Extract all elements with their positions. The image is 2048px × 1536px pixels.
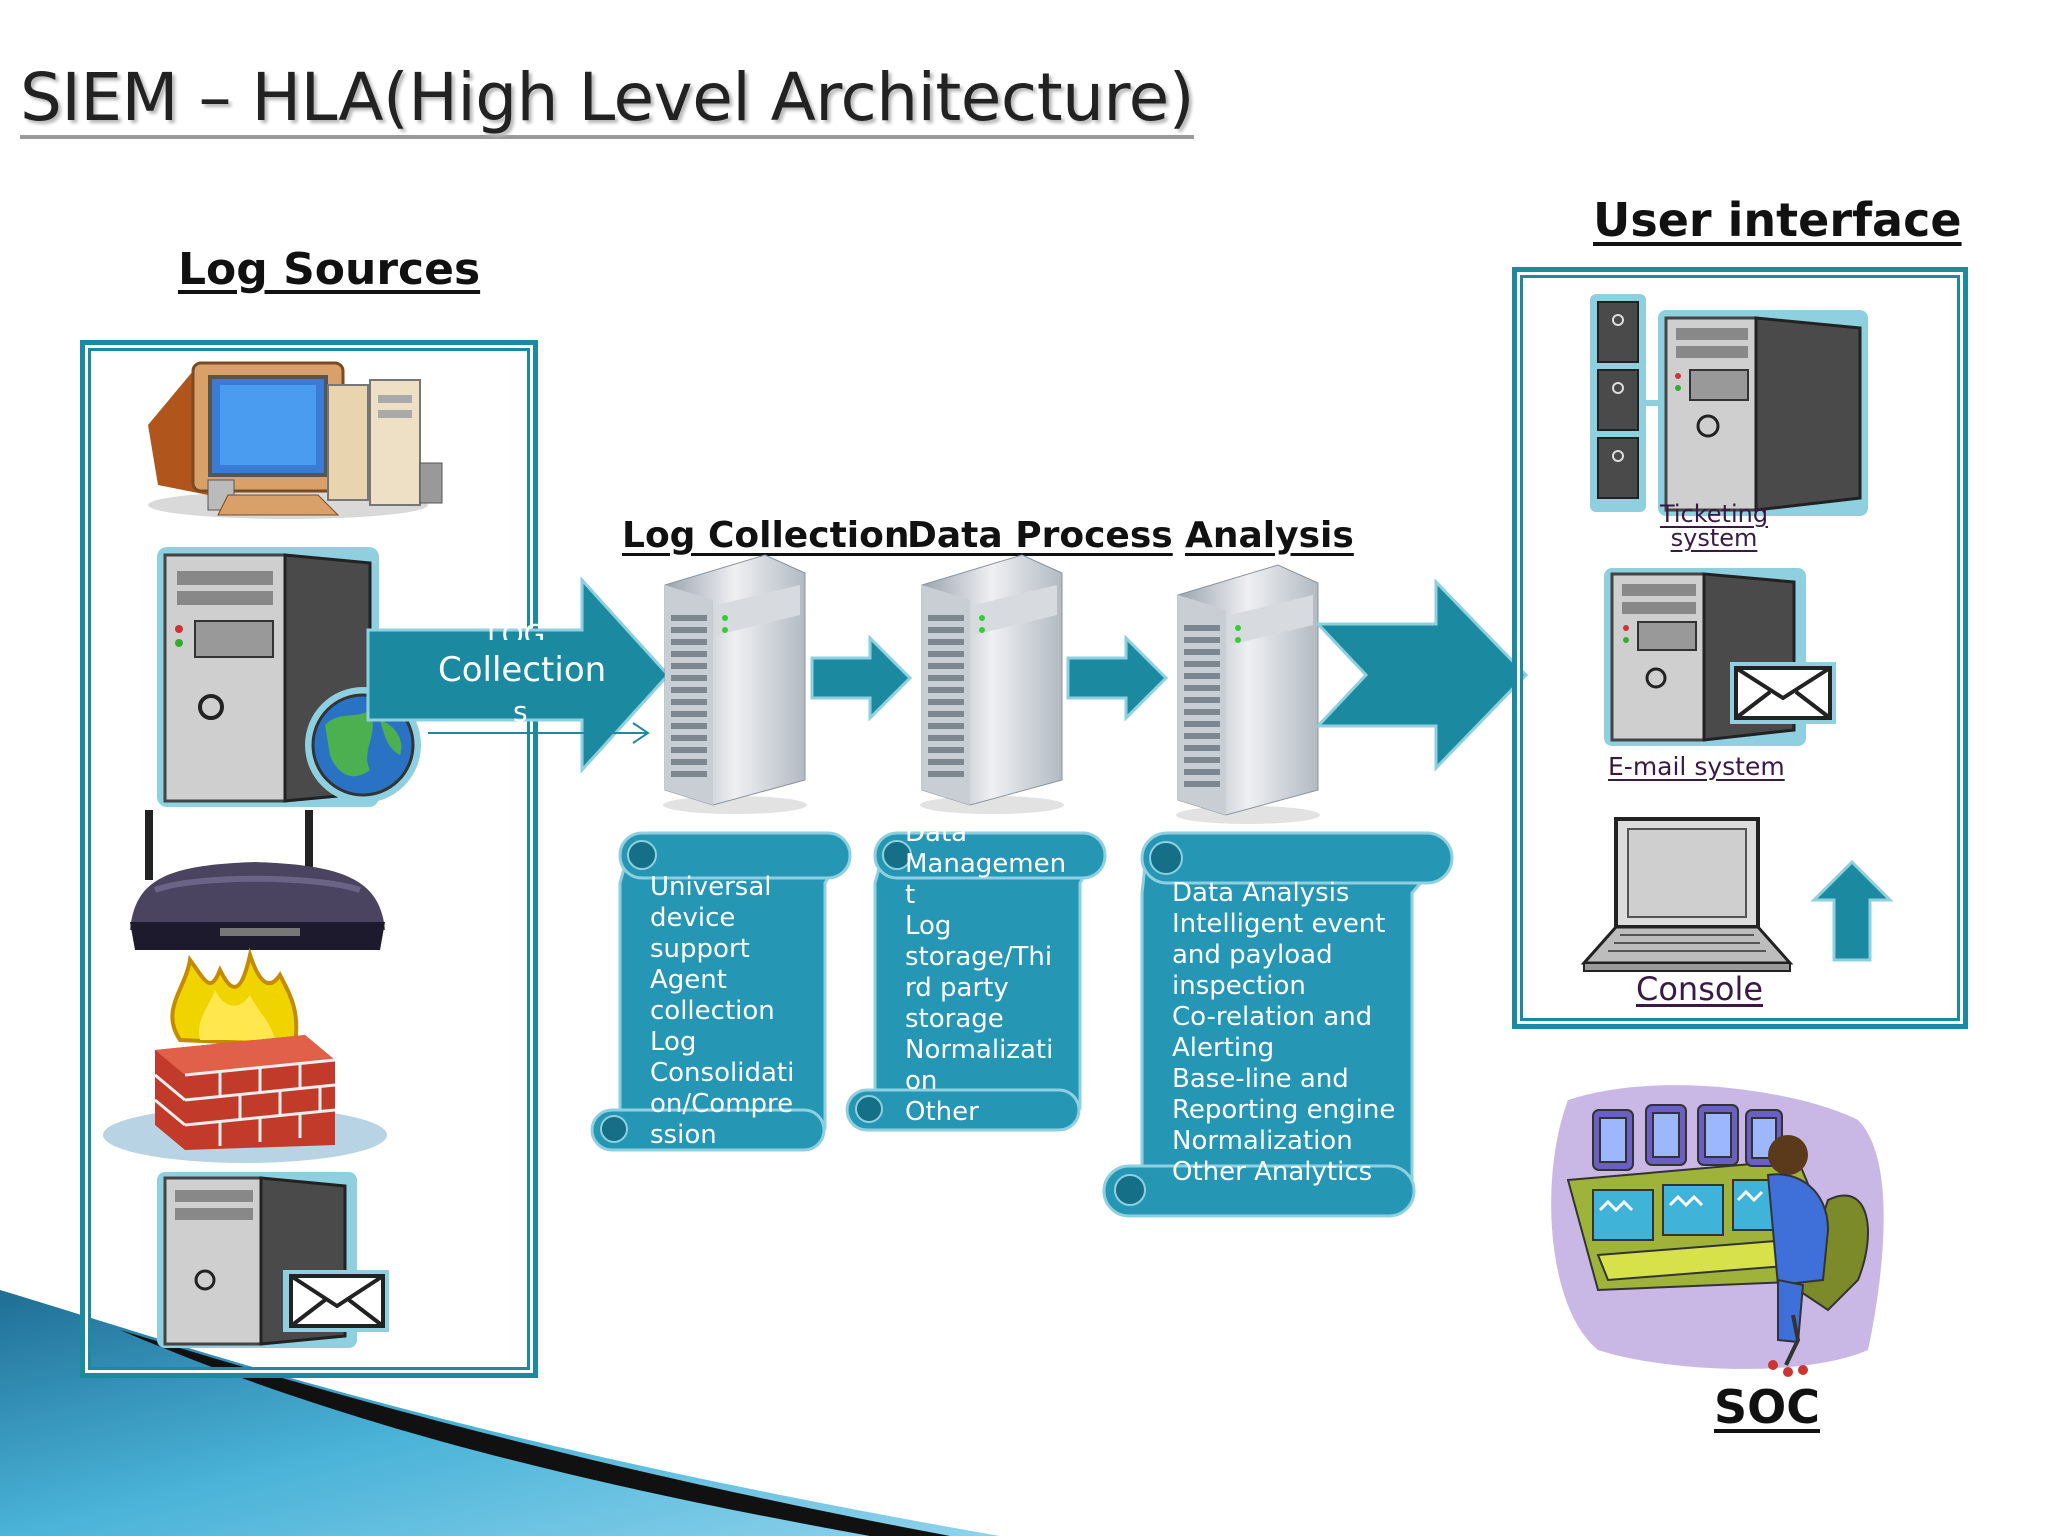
email-system-caption: E-mail system bbox=[1608, 752, 1785, 781]
data-process-header: Data Process bbox=[907, 515, 1173, 556]
ticketing-system-caption: Ticketing system bbox=[1659, 500, 1769, 552]
email-server-icon bbox=[1604, 568, 1836, 746]
process-arrow-icon bbox=[810, 634, 913, 722]
log-collection-arrow bbox=[366, 576, 671, 774]
decorative-swoosh bbox=[0, 1290, 1000, 1536]
log-sources-box bbox=[80, 340, 538, 1378]
data-process-scroll-text: Data Managemen t Log storage/Thi rd part… bbox=[905, 818, 1067, 1127]
log-collection-header: Log Collection bbox=[622, 515, 910, 556]
data-process-scroll bbox=[845, 831, 1107, 1132]
log-arrow-label-top: LOG bbox=[487, 618, 546, 640]
page-title: SIEM – HLA(High Level Architecture) bbox=[20, 61, 1194, 139]
log-arrow-label-bottom: s bbox=[513, 700, 528, 724]
desktop-computer-icon bbox=[148, 361, 443, 519]
soc-header: SOC bbox=[1714, 1380, 1820, 1434]
firewall-icon bbox=[103, 947, 387, 1163]
user-interface-header: User interface bbox=[1593, 193, 1962, 247]
laptop-icon bbox=[1580, 817, 1794, 972]
output-arrow-icon bbox=[1314, 578, 1529, 772]
log-sources-header: Log Sources bbox=[178, 244, 481, 295]
user-interface-box bbox=[1512, 267, 1968, 1029]
ticketing-server-icon bbox=[1590, 294, 1868, 516]
router-icon bbox=[130, 810, 385, 950]
rack-server-icon bbox=[920, 554, 1064, 814]
collection-scroll-text: Universal device support Agent collectio… bbox=[650, 872, 795, 1148]
soc-operator-icon bbox=[1551, 1085, 1884, 1377]
console-caption: Console bbox=[1636, 970, 1764, 1008]
up-arrow-icon bbox=[1810, 859, 1894, 962]
analysis-scroll bbox=[1102, 831, 1454, 1218]
collection-scroll bbox=[590, 831, 852, 1152]
rack-server-icon bbox=[663, 554, 807, 814]
mail-server-icon bbox=[157, 1172, 389, 1348]
rack-server-icon bbox=[1176, 564, 1320, 824]
log-arrow-label-middle: Collection bbox=[438, 650, 607, 690]
analysis-arrow-icon bbox=[1066, 634, 1169, 722]
analysis-scroll-text: Data Analysis Intelligent event and payl… bbox=[1172, 878, 1396, 1187]
analysis-header: Analysis bbox=[1185, 515, 1354, 556]
